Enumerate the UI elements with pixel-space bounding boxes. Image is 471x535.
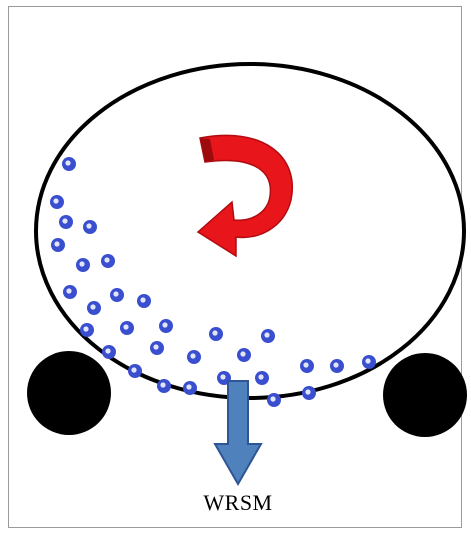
media-ball xyxy=(330,359,344,373)
output-label: WRSM xyxy=(203,490,272,515)
media-ball xyxy=(102,345,116,359)
media-ball xyxy=(209,327,223,341)
media-ball xyxy=(159,319,173,333)
right-roller xyxy=(383,353,467,437)
media-ball xyxy=(59,215,73,229)
media-ball xyxy=(300,359,314,373)
media-ball xyxy=(128,364,142,378)
media-ball xyxy=(76,258,90,272)
media-ball xyxy=(157,379,171,393)
media-ball xyxy=(110,288,124,302)
media-ball xyxy=(50,195,64,209)
left-roller xyxy=(27,351,111,435)
media-ball xyxy=(302,386,316,400)
media-ball xyxy=(362,355,376,369)
media-ball xyxy=(150,341,164,355)
media-ball xyxy=(261,329,275,343)
media-ball xyxy=(83,220,97,234)
media-ball xyxy=(267,393,281,407)
media-ball xyxy=(137,294,151,308)
media-ball xyxy=(51,238,65,252)
media-ball xyxy=(120,321,134,335)
media-ball xyxy=(255,371,269,385)
media-ball xyxy=(183,381,197,395)
media-ball xyxy=(101,254,115,268)
media-ball xyxy=(87,301,101,315)
media-ball xyxy=(187,350,201,364)
media-ball xyxy=(237,348,251,362)
media-ball xyxy=(80,323,94,337)
media-ball xyxy=(62,157,76,171)
media-ball xyxy=(63,285,77,299)
